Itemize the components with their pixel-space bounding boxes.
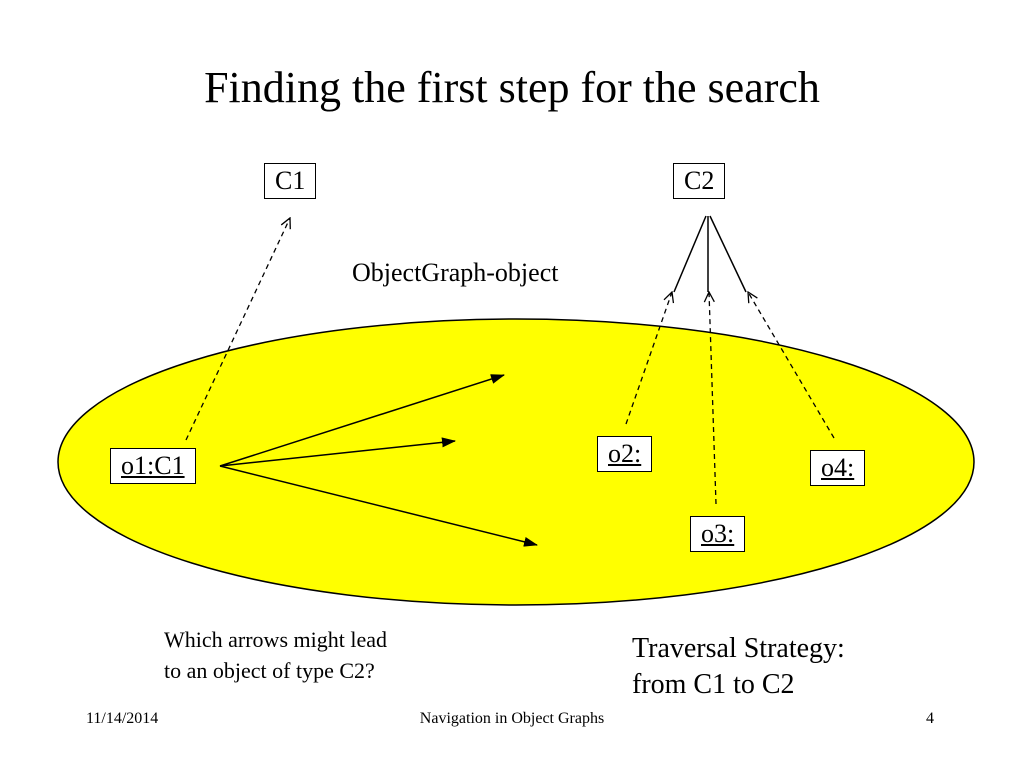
- footer-page-number: 4: [926, 710, 934, 727]
- footer-title: Navigation in Object Graphs: [419, 710, 605, 727]
- outgoing-arrow-2: [219, 437, 456, 467]
- instance-of-arrow-o4-subclass: [748, 292, 835, 439]
- strategy-line-2: from C1 to C2: [632, 669, 795, 700]
- subclass-line-3: [709, 215, 747, 293]
- object-box-o4: o4:: [810, 450, 866, 486]
- subclass-line-1: [673, 215, 707, 293]
- strategy-line-1: Traversal Strategy:: [632, 633, 845, 664]
- class-box-c1: C1: [264, 163, 317, 199]
- object-graph-label: ObjectGraph-object: [352, 258, 559, 287]
- outgoing-arrow-3: [219, 465, 538, 547]
- question-text: Which arrows might lead to an object of …: [164, 624, 387, 686]
- question-line-2: to an object of type C2?: [164, 658, 375, 683]
- traversal-strategy-text: Traversal Strategy: from C1 to C2: [632, 631, 845, 703]
- class-box-c2: C2: [673, 163, 726, 199]
- object-box-o3: o3:: [690, 516, 746, 552]
- footer-date: 11/14/2014: [86, 710, 159, 727]
- object-box-o2: o2:: [597, 436, 653, 472]
- object-box-o1: o1:C1: [110, 448, 196, 484]
- slide-title: Finding the first step for the search: [204, 63, 820, 112]
- question-line-1: Which arrows might lead: [164, 627, 387, 652]
- outgoing-arrow-1: [219, 374, 505, 467]
- instance-of-arrow-o1-c1: [185, 218, 290, 441]
